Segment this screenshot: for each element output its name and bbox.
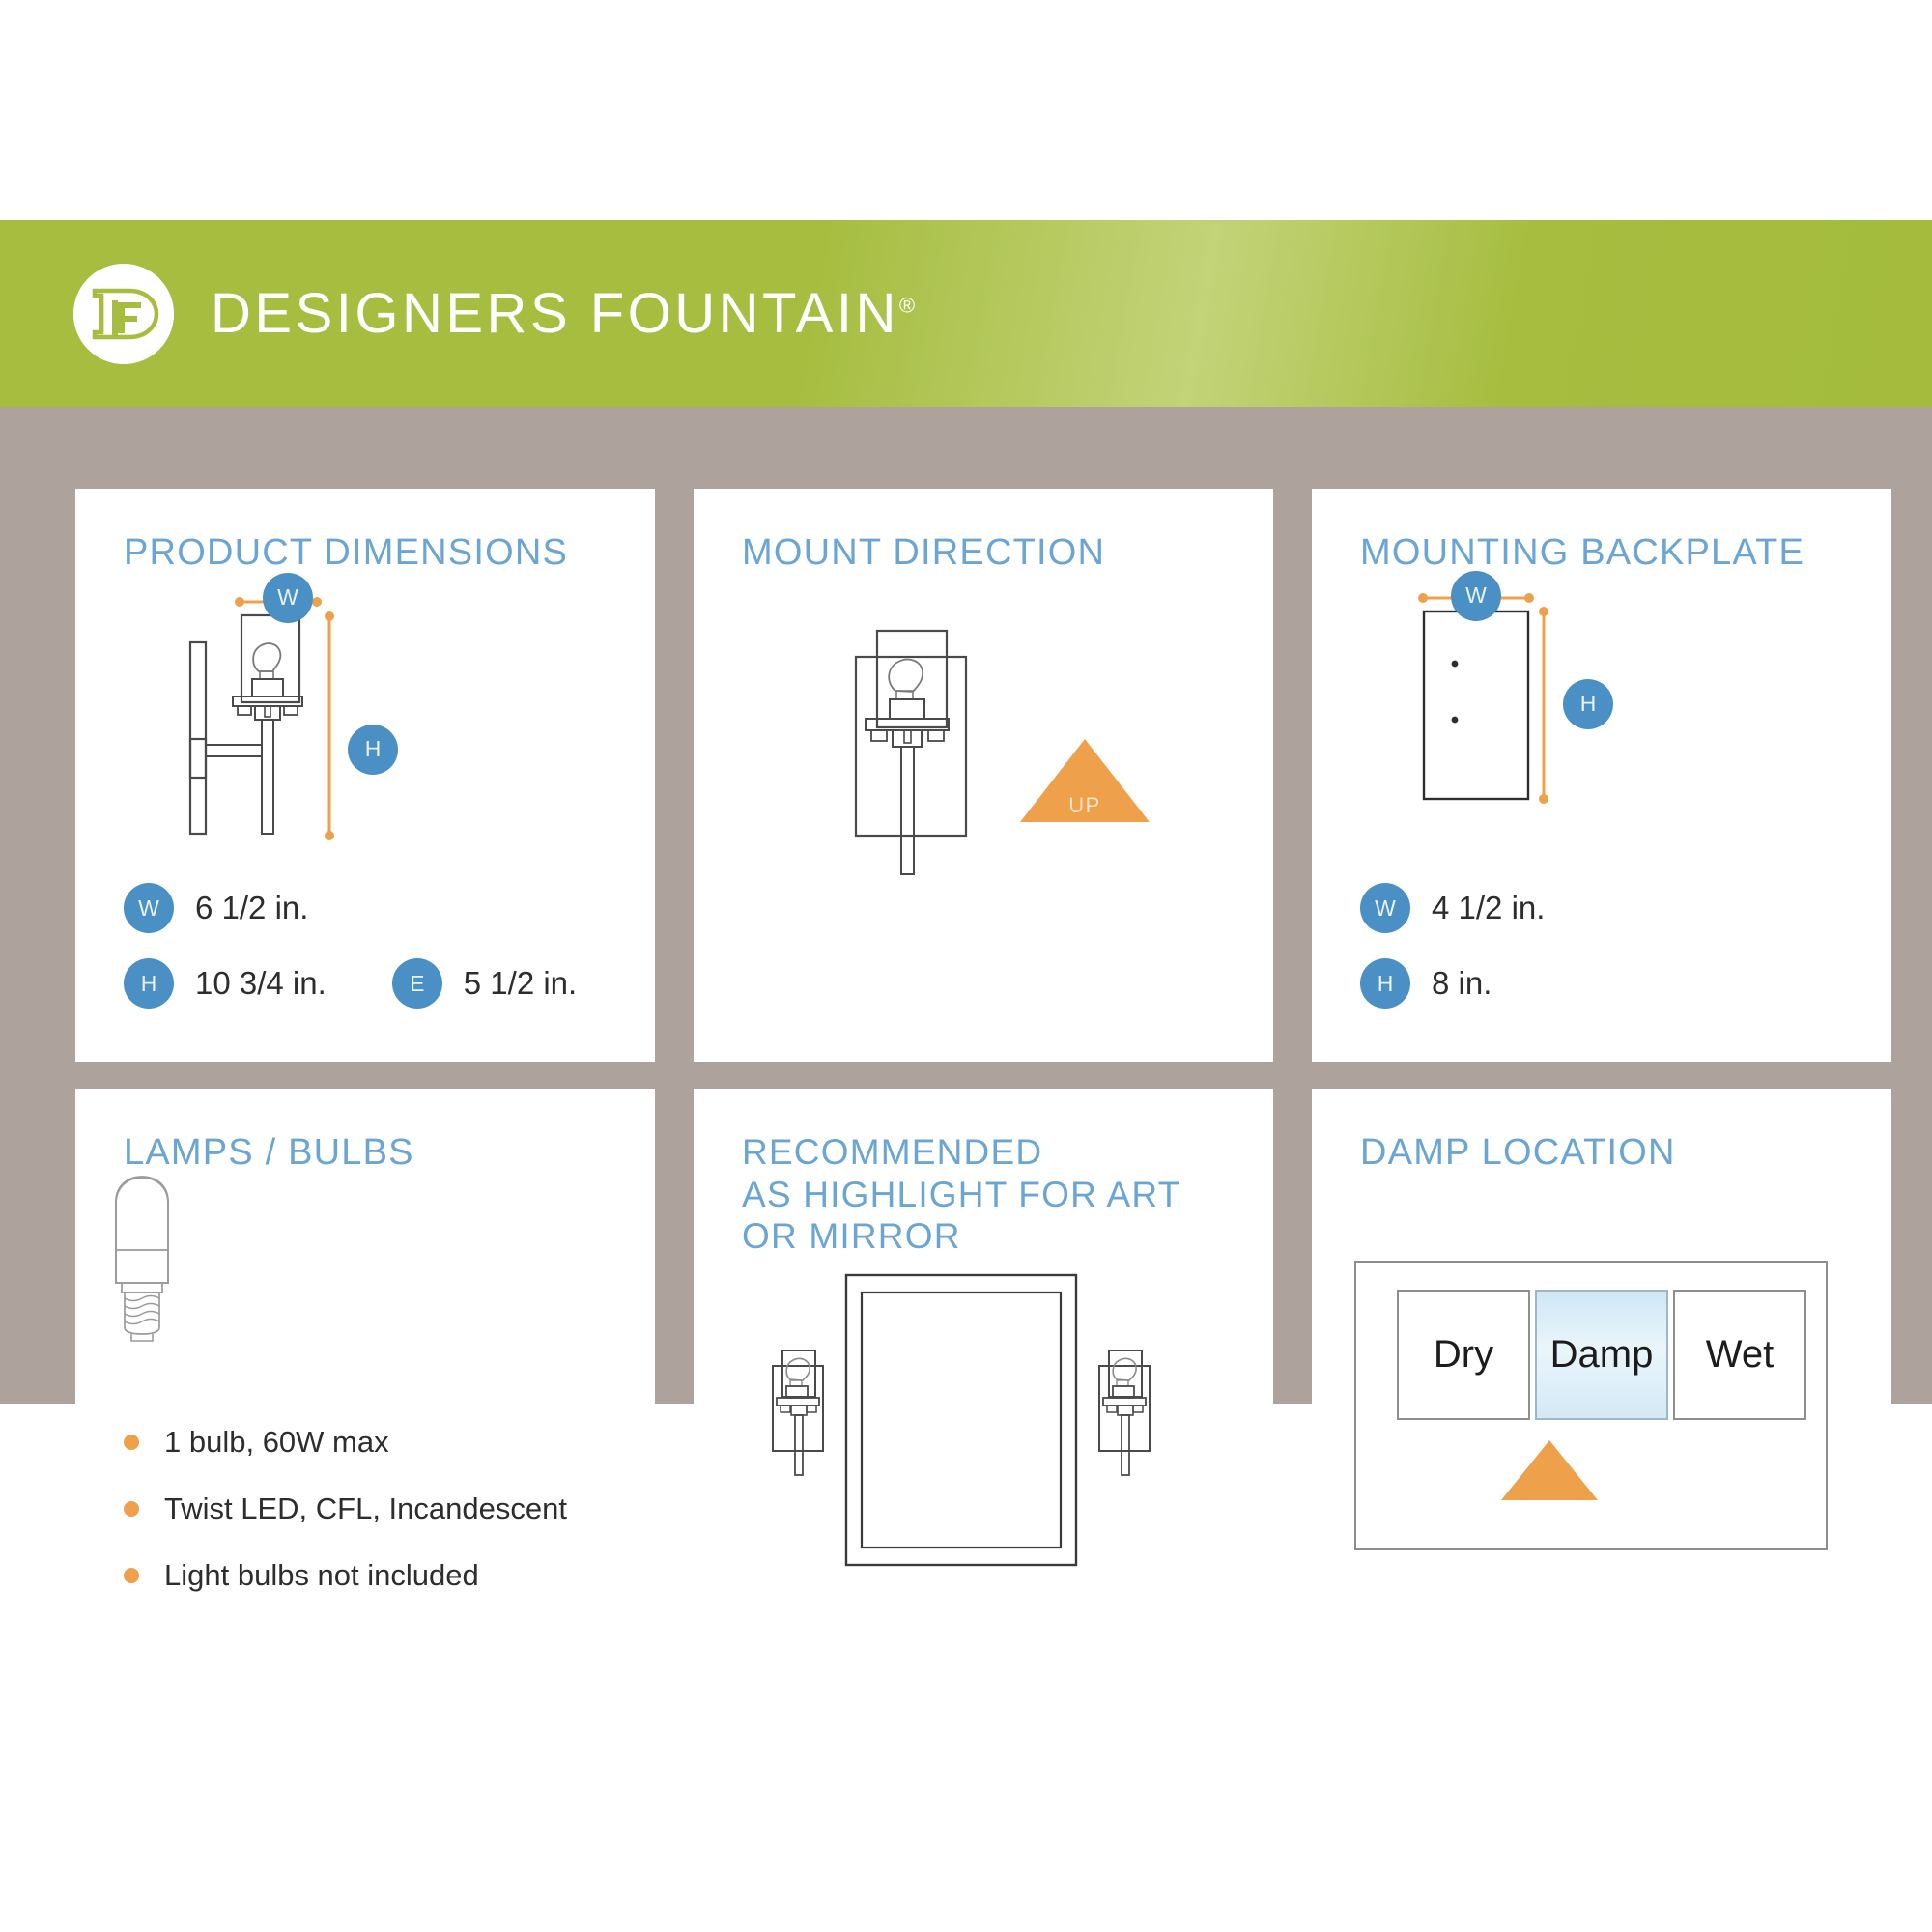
dimension-row-width: W 6 1/2 in.: [124, 883, 577, 933]
card-lamps-bulbs: LAMPS / BULBS: [75, 1089, 655, 1649]
card-title-product-dimensions: PRODUCT DIMENSIONS: [124, 532, 569, 573]
brand-wordmark: DESIGNERS FOUNTAIN®: [211, 281, 915, 346]
brand-header: DESIGNERS FOUNTAIN®: [0, 220, 1932, 407]
value-extension: 5 1/2 in.: [463, 965, 578, 1001]
bullet-text-bulb-types: Twist LED, CFL, Incandescent: [164, 1492, 567, 1525]
card-title-damp-location: DAMP LOCATION: [1360, 1132, 1676, 1173]
brand-name: DESIGNERS FOUNTAIN: [211, 282, 899, 345]
bullet-item: Light bulbs not included: [124, 1558, 567, 1593]
card-damp-location: DAMP LOCATION Dry Damp Wet: [1312, 1089, 1891, 1649]
backplate-height-badge-figure: H: [1563, 678, 1613, 729]
recommended-usage-figure: [694, 1258, 1273, 1586]
brand-logo: DESIGNERS FOUNTAIN®: [73, 263, 915, 364]
height-badge-figure: H: [348, 724, 398, 775]
backplate-dimension-list: W 4 1/2 in. H 8 in.: [1360, 883, 1545, 1034]
badge-w: W: [124, 883, 174, 933]
card-recommended-usage: RECOMMENDED AS HIGHLIGHT FOR ART OR MIRR…: [694, 1089, 1273, 1649]
bullet-text-wattage: 1 bulb, 60W max: [164, 1425, 389, 1459]
rating-box-dry: Dry: [1397, 1290, 1530, 1420]
value-width: 6 1/2 in.: [195, 890, 309, 925]
bullet-item: Twist LED, CFL, Incandescent: [124, 1492, 567, 1526]
card-mounting-backplate: MOUNTING BACKPLATE: [1312, 489, 1891, 1062]
card-title-lamps-bulbs: LAMPS / BULBS: [124, 1132, 414, 1173]
dimension-row-backplate-height: H 8 in.: [1360, 958, 1545, 1009]
mounting-backplate-figure: W H: [1312, 570, 1891, 894]
registered-mark: ®: [898, 293, 916, 318]
rating-box-damp: Damp: [1535, 1290, 1668, 1420]
card-mount-direction: MOUNT DIRECTION: [694, 489, 1273, 1062]
badge-backplate-w: W: [1360, 883, 1410, 933]
rating-box-wet: Wet: [1673, 1290, 1806, 1420]
bullet-item: 1 bulb, 60W max: [124, 1425, 567, 1460]
value-height: 10 3/4 in.: [195, 965, 327, 1001]
card-title-mounting-backplate: MOUNTING BACKPLATE: [1360, 532, 1805, 573]
bullet-dot-icon: [124, 1501, 139, 1517]
bullet-dot-icon: [124, 1568, 139, 1583]
wall-sconce-upright-diagram: [854, 629, 968, 875]
dimension-row-height: H 10 3/4 in. E 5 1/2 in.: [124, 958, 577, 1009]
dimension-row-extension: E 5 1/2 in.: [391, 958, 578, 1009]
product-dimensions-figure: W H: [75, 572, 655, 894]
df-monogram-icon: [73, 263, 174, 364]
product-dimension-list: W 6 1/2 in. H 10 3/4 in. E 5 1/2 in.: [124, 883, 577, 1034]
tubular-bulb-diagram: [115, 1175, 169, 1342]
backplate-width-badge-figure: W: [1451, 570, 1501, 621]
value-backplate-width: 4 1/2 in.: [1432, 890, 1546, 925]
card-product-dimensions: PRODUCT DIMENSIONS: [75, 489, 655, 1062]
location-rating-panel: Dry Damp Wet: [1354, 1261, 1828, 1550]
bullet-text-not-included: Light bulbs not included: [164, 1558, 479, 1592]
mirror-with-two-sconces-diagram: [772, 1273, 1151, 1567]
up-arrow-icon: UP: [1020, 738, 1150, 832]
spec-card-grid: PRODUCT DIMENSIONS: [0, 407, 1932, 1649]
mount-direction-figure: UP: [694, 575, 1273, 913]
card-title-recommended: RECOMMENDED AS HIGHLIGHT FOR ART OR MIRR…: [742, 1132, 1181, 1257]
card-title-mount-direction: MOUNT DIRECTION: [742, 532, 1106, 573]
width-badge-figure: W: [263, 572, 313, 623]
value-backplate-height: 8 in.: [1432, 965, 1492, 1001]
bullet-dot-icon: [124, 1435, 139, 1450]
dimension-row-backplate-width: W 4 1/2 in.: [1360, 883, 1545, 933]
lamps-bulbs-bullet-list: 1 bulb, 60W max Twist LED, CFL, Incandes…: [124, 1425, 567, 1593]
badge-e: E: [391, 958, 442, 1009]
badge-backplate-h: H: [1360, 958, 1410, 1009]
lamps-bulbs-figure: [75, 1175, 655, 1426]
location-rating-boxes: Dry Damp Wet: [1397, 1290, 1806, 1420]
backplate-rectangle-diagram: [1418, 592, 1548, 804]
up-arrow-label: UP: [1068, 792, 1101, 817]
damp-indicator-triangle-icon: [1501, 1440, 1598, 1500]
badge-h: H: [124, 958, 174, 1009]
